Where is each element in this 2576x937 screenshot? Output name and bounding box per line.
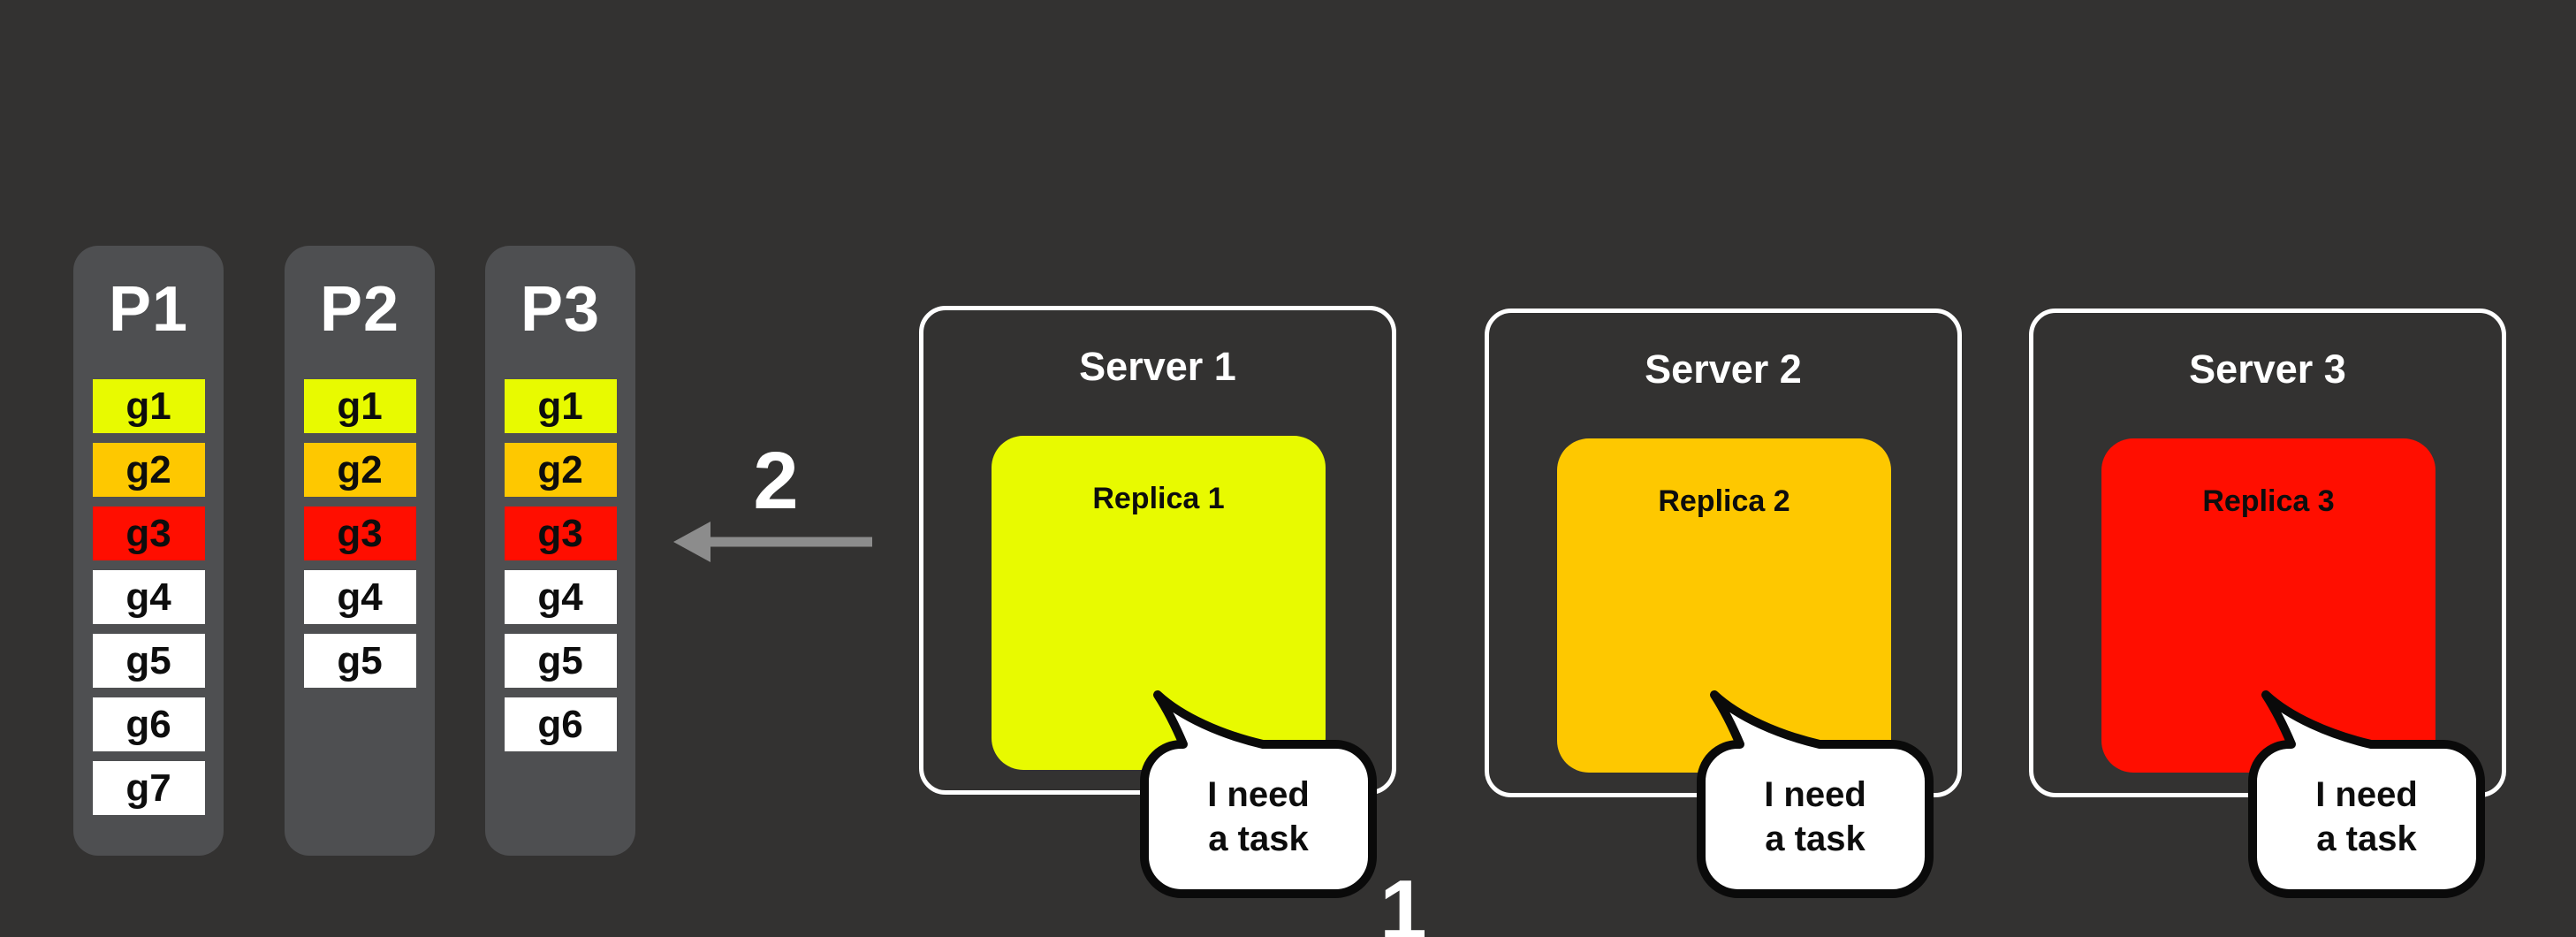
partition-task-list: g1 g2 g3 g4 g5 g6 g7 xyxy=(73,379,224,825)
task-cell-g6: g6 xyxy=(92,697,205,751)
step-2-label: 2 xyxy=(753,436,799,526)
server-title: Server 3 xyxy=(2189,347,2346,392)
bubble-text: I need a task xyxy=(2315,775,2418,858)
partition-p1: P1 g1 g2 g3 g4 g5 g6 g7 xyxy=(73,246,224,856)
task-cell-g7: g7 xyxy=(92,761,205,815)
speech-bubble-icon xyxy=(2248,690,2485,898)
task-cell-g2: g2 xyxy=(92,443,205,497)
task-cell-g5: g5 xyxy=(303,634,416,688)
partition-title: P2 xyxy=(319,274,400,345)
task-cell-g1: g1 xyxy=(504,379,617,433)
partition-task-list: g1 g2 g3 g4 g5 xyxy=(285,379,435,697)
task-cell-g4: g4 xyxy=(504,570,617,624)
task-cell-g3: g3 xyxy=(504,507,617,560)
partition-title: P3 xyxy=(520,274,601,345)
server-title: Server 1 xyxy=(1079,344,1236,389)
bubble-text: I need a task xyxy=(1764,775,1866,858)
speech-bubble-2: I need a task xyxy=(1694,689,1941,901)
task-cell-g4: g4 xyxy=(303,570,416,624)
arrow-left-icon xyxy=(673,522,872,562)
task-cell-g3: g3 xyxy=(303,507,416,560)
task-cell-g3: g3 xyxy=(92,507,205,560)
task-cell-g6: g6 xyxy=(504,697,617,751)
replica-title: Replica 2 xyxy=(1658,484,1790,518)
partition-title: P1 xyxy=(108,274,189,345)
server-3-box: Server 3 Replica 3 xyxy=(2029,309,2506,797)
step-1-label: 1 xyxy=(1379,863,1427,937)
replica-title: Replica 3 xyxy=(2202,484,2335,518)
speech-bubble-icon xyxy=(1697,690,1934,898)
speech-bubble-icon xyxy=(1140,690,1377,898)
task-cell-g2: g2 xyxy=(303,443,416,497)
partition-p3: P3 g1 g2 g3 g4 g5 g6 xyxy=(485,246,635,856)
task-cell-g5: g5 xyxy=(92,634,205,688)
bubble-text: I need a task xyxy=(1207,775,1310,858)
replica-3: Replica 3 xyxy=(2101,438,2435,773)
replica-1: Replica 1 xyxy=(992,436,1326,770)
partition-task-list: g1 g2 g3 g4 g5 g6 xyxy=(485,379,635,761)
task-cell-g1: g1 xyxy=(303,379,416,433)
task-cell-g5: g5 xyxy=(504,634,617,688)
task-cell-g2: g2 xyxy=(504,443,617,497)
replica-title: Replica 1 xyxy=(1092,482,1225,515)
task-cell-g1: g1 xyxy=(92,379,205,433)
speech-bubble-3: I need a task xyxy=(2245,689,2493,901)
partition-p2: P2 g1 g2 g3 g4 g5 xyxy=(285,246,435,856)
task-cell-g4: g4 xyxy=(92,570,205,624)
server-title: Server 2 xyxy=(1645,347,1802,392)
speech-bubble-1: I need a task xyxy=(1137,689,1385,901)
server-1-box: Server 1 Replica 1 xyxy=(919,306,1396,795)
